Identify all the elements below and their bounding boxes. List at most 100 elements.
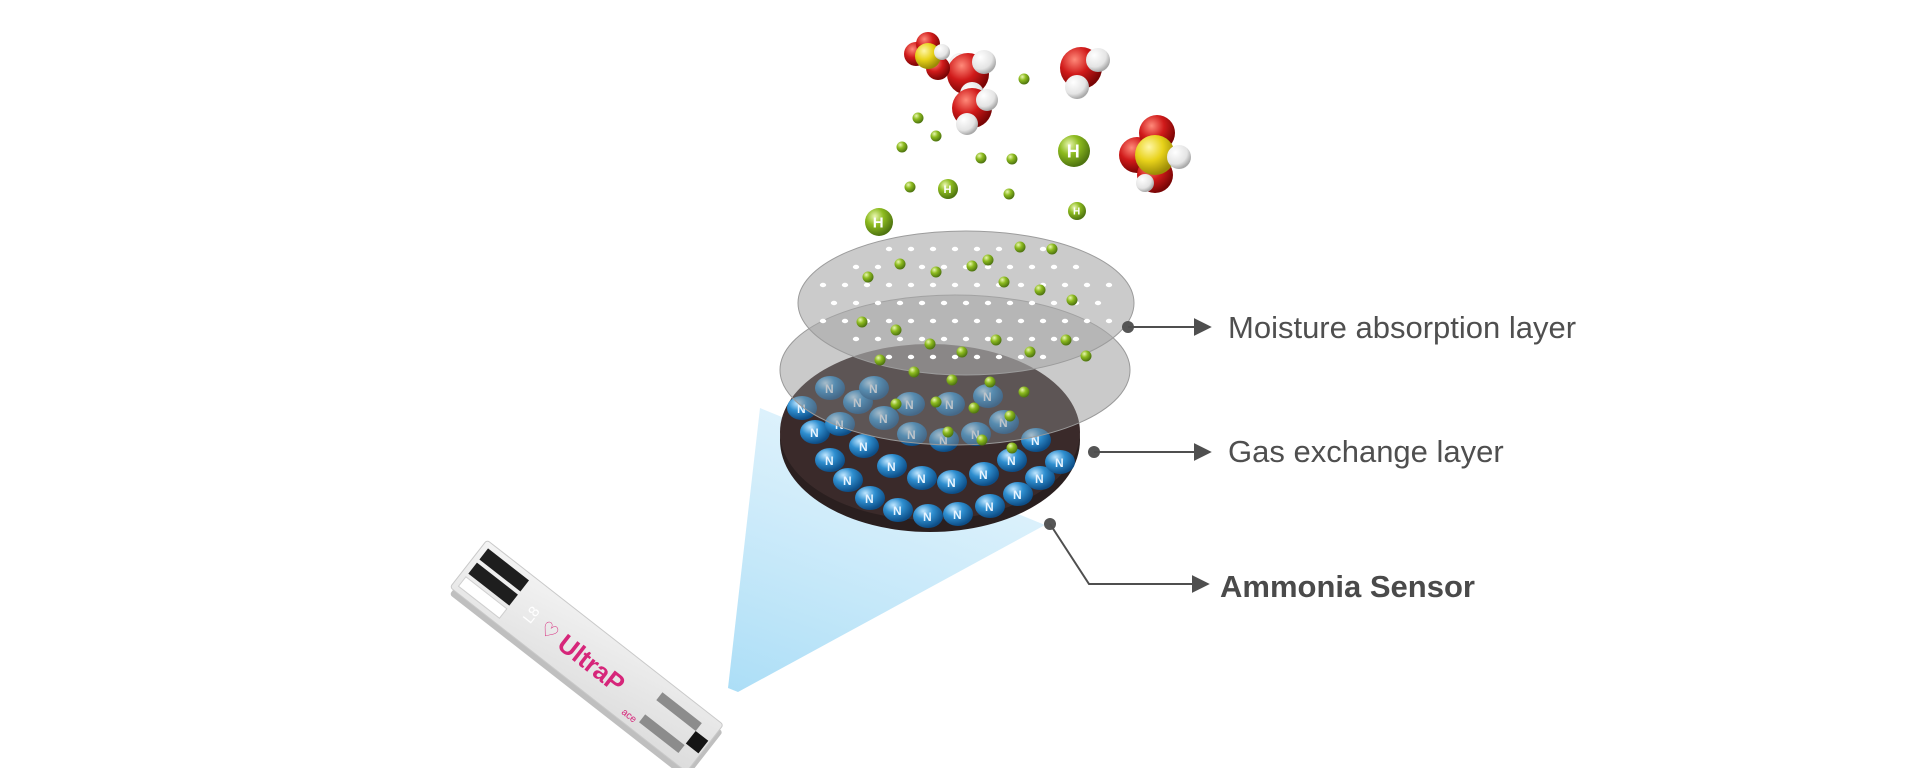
perforation-hole — [1017, 318, 1025, 324]
ammonium-sphere: N — [1025, 466, 1055, 490]
perforation-hole — [852, 336, 860, 342]
perforation-hole — [984, 336, 992, 342]
ammonium-sphere-letter: N — [1007, 454, 1016, 468]
perforation-hole — [1006, 336, 1014, 342]
hydrogen-ion-dot — [908, 366, 920, 378]
perforation-hole — [863, 282, 871, 288]
ammonium-sphere-letter: N — [945, 398, 954, 412]
perforation-hole — [973, 282, 981, 288]
ammonium-sphere-letter: N — [907, 428, 916, 442]
perforation-hole — [874, 336, 882, 342]
perforation-hole — [841, 318, 849, 324]
strip-window-2 — [639, 714, 685, 754]
perforation-hole — [1028, 336, 1036, 342]
ammonium-sphere-letter: N — [859, 440, 868, 454]
perforation-hole — [984, 264, 992, 270]
gas-exchange-layer-label: Gas exchange layer — [1228, 434, 1504, 469]
ammonia-sensor-label: Ammonia Sensor — [1220, 569, 1475, 604]
hydrogen-ion-dot — [896, 141, 908, 153]
hydrogen-ion-dot — [1066, 294, 1078, 306]
perforation-hole — [918, 264, 926, 270]
perforation-hole — [962, 300, 970, 306]
perforation-hole — [962, 336, 970, 342]
perforation-hole — [940, 264, 948, 270]
perforation-hole — [951, 282, 959, 288]
hydrogen-ion-dot — [966, 260, 978, 272]
callout-ammonia — [1044, 518, 1210, 593]
perforation-hole — [1039, 318, 1047, 324]
ammonium-sphere-letter: N — [983, 390, 992, 404]
ammonium-sphere: N — [855, 486, 885, 510]
ammonium-sphere: N — [895, 392, 925, 416]
hydrogen-ion-dot — [1004, 410, 1016, 422]
perforation-hole — [1050, 336, 1058, 342]
ammonium-sphere-letter: N — [825, 454, 834, 468]
hydrogen-ion: H — [865, 208, 893, 236]
perforation-hole — [995, 354, 1003, 360]
ammonium-sphere: N — [1045, 450, 1075, 474]
perforation-hole — [984, 300, 992, 306]
perforation-hole — [1072, 264, 1080, 270]
perforation-hole — [973, 354, 981, 360]
hydrogen-ion-dot — [930, 130, 942, 142]
perforation-hole — [1006, 300, 1014, 306]
hydrogen-ion-dot — [1046, 243, 1058, 255]
hydrogen-ion-dot — [1034, 284, 1046, 296]
hydrogen-ion-dot — [1006, 442, 1018, 454]
ammonium-sphere: N — [1021, 428, 1051, 452]
hydrogen-ion: H — [938, 179, 958, 199]
ammonium-sphere: N — [897, 422, 927, 446]
ammonium-sphere-letter: N — [917, 472, 926, 486]
strip-contact-1 — [479, 548, 530, 592]
perforation-hole — [852, 300, 860, 306]
ammonium-sphere: N — [787, 396, 817, 420]
hydrogen-ion-dot — [862, 271, 874, 283]
ammonium-sphere-letter: N — [887, 460, 896, 474]
perforation-hole — [929, 354, 937, 360]
perforation-hole — [1105, 282, 1113, 288]
perforation-hole — [929, 318, 937, 324]
hydrogen-ion-dot — [930, 396, 942, 408]
perforation-hole — [1061, 282, 1069, 288]
perforation-hole — [874, 264, 882, 270]
ammonium-sphere-letter: N — [905, 398, 914, 412]
hydrogen-ion-label: H — [944, 184, 952, 196]
hydrogen-ion-dot — [874, 354, 886, 366]
hydrogen-ion-dot — [946, 374, 958, 386]
perforation-hole — [995, 246, 1003, 252]
perforation-hole — [1083, 318, 1091, 324]
hydrogen-ion-dot — [856, 316, 868, 328]
ammonium-sphere-letter: N — [999, 416, 1008, 430]
perforation-hole — [951, 318, 959, 324]
hydrogen-ion-dot — [968, 402, 980, 414]
ammonium-sphere: N — [859, 376, 889, 400]
perforation-hole — [1028, 264, 1036, 270]
ammonium-sphere: N — [969, 462, 999, 486]
hydrogen-ion-dot — [1080, 350, 1092, 362]
perforation-hole — [885, 246, 893, 252]
perforation-hole — [819, 318, 827, 324]
hydrogen-ions — [856, 73, 1092, 454]
ammonium-sphere: N — [815, 448, 845, 472]
ammonium-sphere-letter: N — [979, 468, 988, 482]
hydrogen-ion-dot — [1018, 386, 1030, 398]
perforation-hole — [1061, 318, 1069, 324]
perforation-hole — [874, 300, 882, 306]
ammonium-sphere-letter: N — [825, 382, 834, 396]
perforation-hole — [885, 318, 893, 324]
perforation-hole — [896, 300, 904, 306]
hydrogen-ion-dot — [956, 346, 968, 358]
ammonium-sphere: N — [849, 434, 879, 458]
water-molecule-right — [1060, 47, 1110, 99]
strip-window — [656, 692, 702, 731]
hydrogen-ion-dot — [982, 254, 994, 266]
hydrogen-ion-dot — [924, 338, 936, 350]
ammonium-sphere: N — [833, 468, 863, 492]
perforation-hole — [1028, 300, 1036, 306]
perforation-hole — [1072, 336, 1080, 342]
perforation-hole — [896, 336, 904, 342]
hydrogen-ion-dot — [1060, 334, 1072, 346]
ammonium-sphere-letter: N — [923, 510, 932, 524]
hydrogen-ion-label: H — [1073, 207, 1080, 218]
